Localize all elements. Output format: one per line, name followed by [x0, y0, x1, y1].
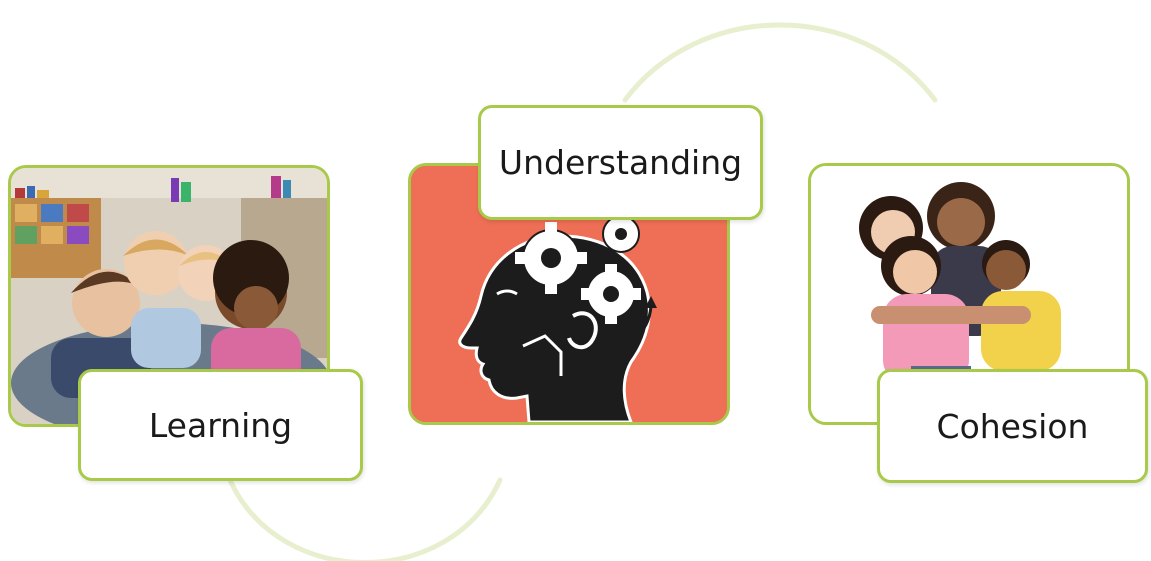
arc-bottom [227, 477, 503, 561]
understanding-label: Understanding [478, 105, 763, 220]
cohesion-label: Cohesion [877, 369, 1148, 483]
arc-top [622, 22, 938, 103]
children-learning-photo [11, 168, 327, 424]
learning-label: Learning [78, 369, 363, 481]
